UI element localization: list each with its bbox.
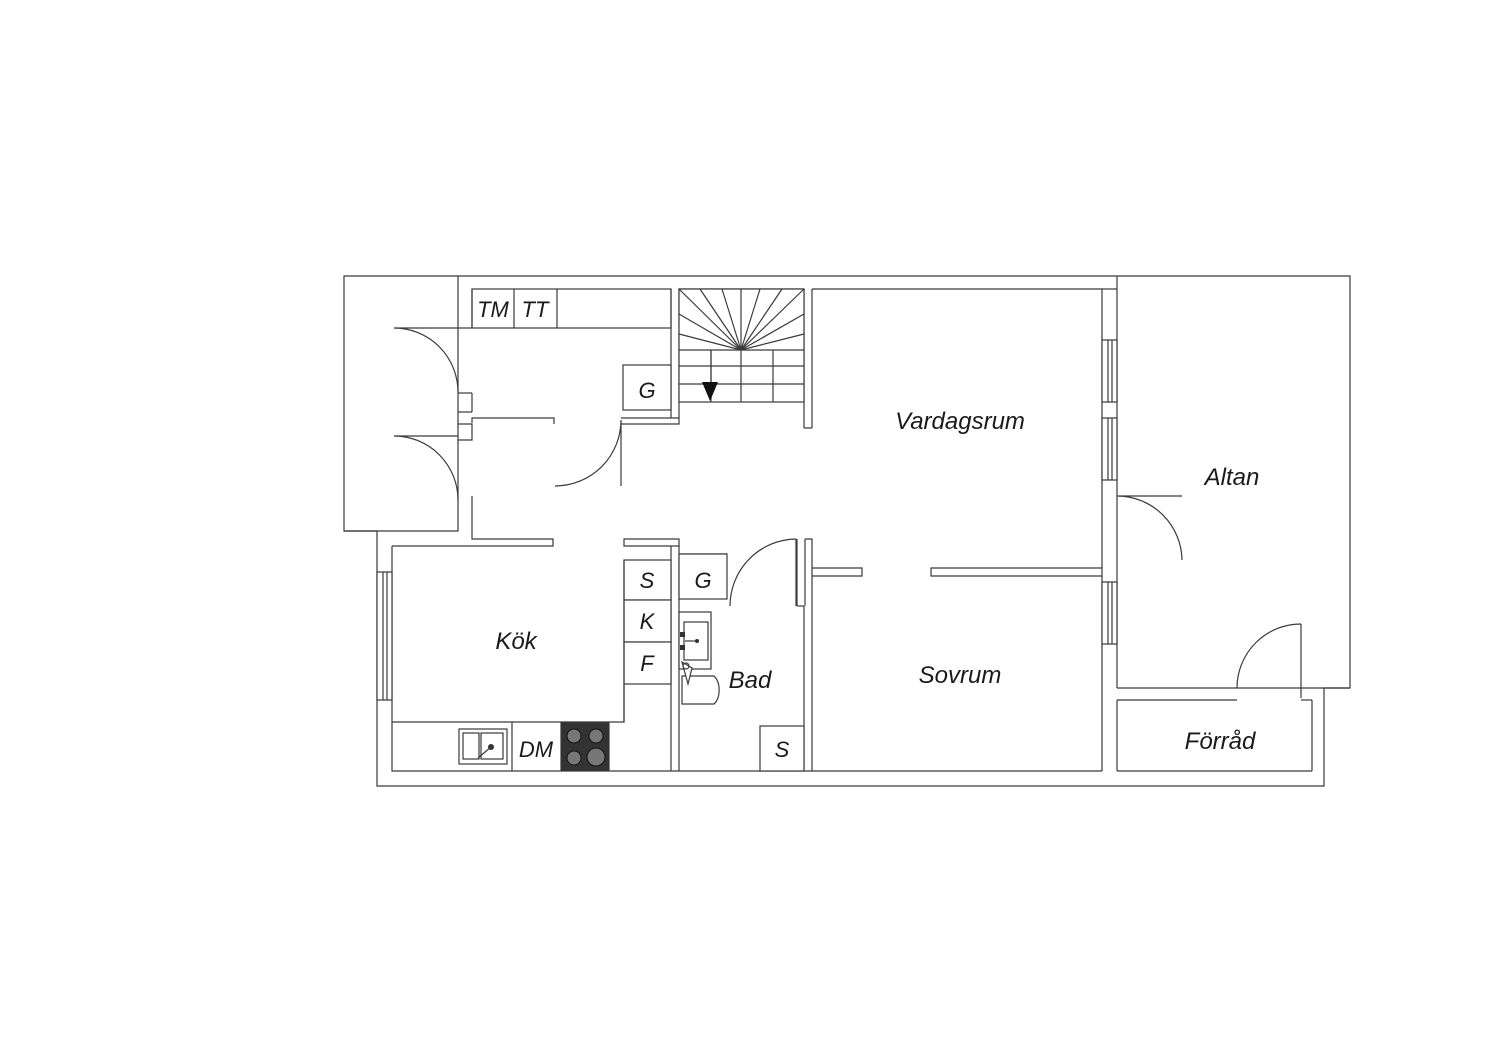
fixture-label-s-bath: S <box>775 737 790 762</box>
washbasin-icon <box>678 611 712 670</box>
fixture-label-tm: TM <box>477 297 509 322</box>
room-label-vardagsrum: Vardagsrum <box>895 408 1025 435</box>
room-label-bad: Bad <box>729 667 772 694</box>
fixture-label-tt: TT <box>522 297 550 322</box>
sink-icon <box>458 728 508 765</box>
interior-walls <box>392 276 1350 771</box>
fixture-label-k-kitchen: K <box>640 609 656 634</box>
stair-arrow-icon <box>702 382 718 401</box>
room-label-forrad: Förråd <box>1185 728 1256 755</box>
staircase <box>678 288 805 403</box>
toilet-icon <box>681 660 720 705</box>
room-label-altan: Altan <box>1203 464 1260 491</box>
window-icon <box>376 339 1118 701</box>
outer-walls <box>343 275 1351 787</box>
fixture-label-s-kitchen: S <box>640 568 655 593</box>
door-swing-icon <box>393 327 1302 698</box>
room-label-kok: Kök <box>495 628 538 655</box>
fixture-label-f-kitchen: F <box>640 651 655 676</box>
fixture-label-g-bath: G <box>694 568 711 593</box>
fixture-label-g-hall: G <box>638 378 655 403</box>
stove-icon <box>561 722 609 771</box>
fixture-boxes <box>392 289 805 772</box>
fixture-label-dm: DM <box>519 737 554 762</box>
room-label-sovrum: Sovrum <box>919 662 1002 689</box>
